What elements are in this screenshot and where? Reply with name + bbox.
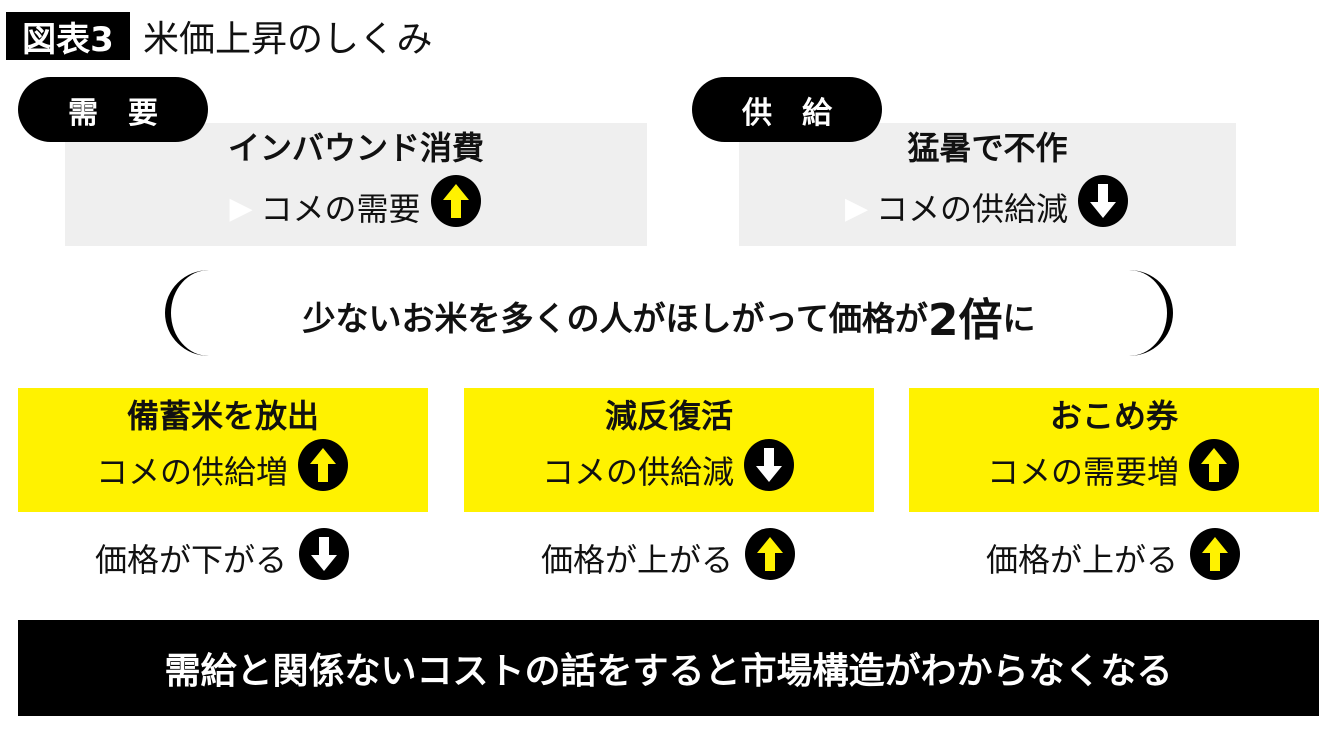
price-text: 価格が上がる	[540, 541, 733, 579]
footer-banner: 需給と関係ないコストの話をすると市場構造がわからなくなる	[18, 620, 1319, 716]
demand-effect: コメの需要	[260, 189, 421, 228]
statement-suffix: に	[1002, 299, 1036, 338]
triangle-icon: ▶	[229, 190, 253, 226]
demand-box: インバウンド消費 ▶コメの需要	[65, 123, 647, 246]
policy-box: おこめ券 コメの需要増	[909, 388, 1319, 512]
price-result: 価格が上がる	[909, 527, 1319, 589]
arrow-up-icon	[429, 174, 483, 243]
demand-tag: 需 要	[18, 77, 208, 142]
supply-tag: 供 給	[692, 77, 882, 142]
triangle-icon: ▶	[844, 190, 869, 226]
supply-effect: コメの供給減	[876, 189, 1069, 228]
policy-effect: コメの供給増	[95, 453, 288, 491]
supply-box: 猛暑で不作 ▶コメの供給減	[739, 123, 1236, 246]
price-text: 価格が上がる	[985, 541, 1178, 579]
right-bracket	[1129, 270, 1173, 356]
statement-text: 少ないお米を多くの人がほしがって価格が	[302, 299, 928, 338]
statement-emphasis: 2倍	[927, 295, 1003, 346]
page-title: 米価上昇のしくみ	[143, 19, 433, 60]
arrow-down-icon	[742, 438, 796, 507]
arrow-up-icon	[296, 438, 350, 507]
left-bracket	[165, 270, 209, 356]
arrow-up-icon	[743, 527, 797, 589]
policy-title: おこめ券	[1049, 396, 1178, 435]
policy-title: 備蓄米を放出	[126, 396, 319, 435]
policy-box: 減反復活 コメの供給減	[464, 388, 874, 512]
policy-effect: コメの供給減	[541, 453, 734, 491]
figure-label: 図表3	[6, 12, 130, 60]
demand-cause: インバウンド消費	[227, 129, 484, 167]
arrow-down-icon	[1076, 174, 1130, 243]
price-result: 価格が下がる	[18, 527, 428, 589]
policy-title: 減反復活	[604, 396, 733, 435]
arrow-up-icon	[1188, 527, 1242, 589]
price-text: 価格が下がる	[94, 541, 287, 579]
supply-cause: 猛暑で不作	[907, 129, 1068, 167]
policy-effect: コメの需要増	[986, 453, 1179, 491]
policy-box: 備蓄米を放出 コメの供給増	[18, 388, 428, 512]
arrow-down-icon	[297, 527, 351, 589]
arrow-up-icon	[1187, 438, 1241, 507]
price-result: 価格が上がる	[464, 527, 874, 589]
